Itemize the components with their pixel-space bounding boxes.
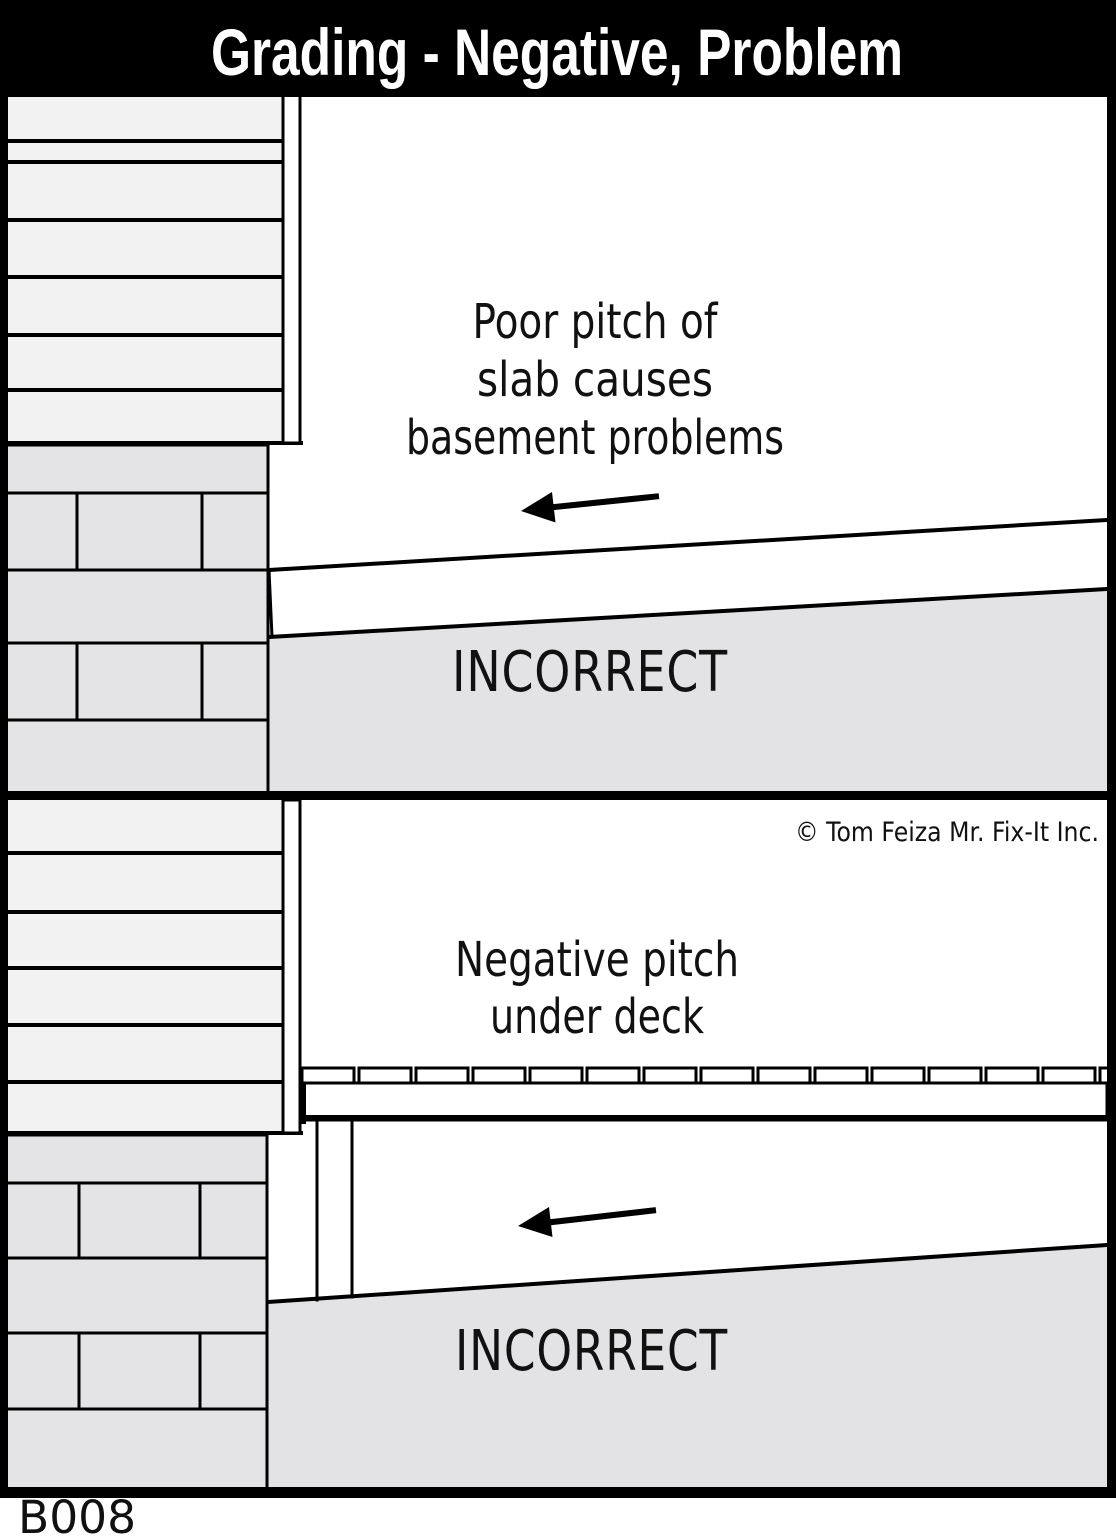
caption-line: under deck xyxy=(490,989,704,1045)
caption-line: Poor pitch of xyxy=(473,294,719,350)
pitch-arrow-left-icon xyxy=(518,1207,657,1237)
title-bar xyxy=(0,0,1116,97)
incorrect-label-bottom: INCORRECT xyxy=(455,1319,728,1384)
ground-surface-bottom-panel xyxy=(268,1245,1107,1487)
corner-trim-bottom-panel xyxy=(281,798,302,1135)
ground-surface-top-panel xyxy=(269,589,1107,791)
house-siding-bottom-panel xyxy=(6,800,303,1135)
bottom-panel: © Tom Feiza Mr. Fix-It Inc. xyxy=(6,798,1116,1489)
copyright-notice: © Tom Feiza Mr. Fix-It Inc. xyxy=(795,817,1099,848)
deck-rim-joist xyxy=(298,1080,1110,1124)
caption-bottom-panel: Negative pitch under deck xyxy=(455,932,739,1045)
incorrect-label-top: INCORRECT xyxy=(452,640,728,705)
corner-trim-top-panel xyxy=(281,93,302,445)
foundation-bottom-panel xyxy=(6,1133,269,1489)
caption-line: basement problems xyxy=(406,410,784,466)
foundation-top-panel xyxy=(6,443,270,793)
caption-line: slab causes xyxy=(477,352,713,408)
figure-title: Grading - Negative, Problem xyxy=(211,15,903,89)
top-panel: Poor pitch of slab causes basement probl… xyxy=(6,93,1110,793)
figure-frame xyxy=(0,0,1116,1498)
figure-code: B008 xyxy=(18,1491,136,1538)
house-siding-top-panel xyxy=(6,97,303,445)
concrete-slab xyxy=(269,520,1107,637)
caption-line: Negative pitch xyxy=(455,932,739,988)
deck-post xyxy=(315,1118,354,1302)
panel-divider xyxy=(0,791,1116,800)
deck-boards xyxy=(300,1066,1116,1085)
pitch-arrow-left-icon xyxy=(521,492,660,523)
caption-top-panel: Poor pitch of slab causes basement probl… xyxy=(406,294,784,466)
